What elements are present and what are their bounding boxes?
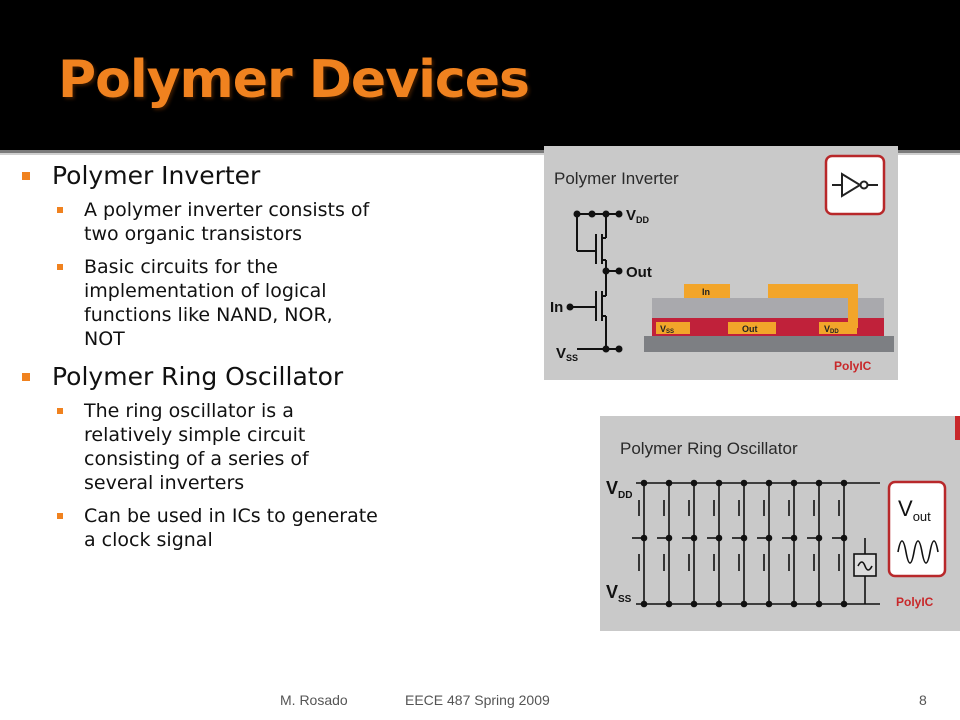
slide-header xyxy=(0,0,960,150)
layer-in-label: In xyxy=(702,287,710,297)
bullet-polymer-ring-oscillator: Polymer Ring Oscillator xyxy=(18,361,378,393)
svg-text:VDD: VDD xyxy=(606,478,632,501)
vdd-subscript: DD xyxy=(636,215,649,225)
junction-dot xyxy=(665,600,673,608)
junction-dot xyxy=(715,534,723,542)
ring-oscillator-diagram: Polymer Ring Oscillator VDD VSS Vout Pol… xyxy=(606,439,947,609)
sine-wave-icon xyxy=(897,540,939,564)
not-gate-icon xyxy=(832,172,878,198)
out-label: Out xyxy=(626,264,652,281)
vout-subscript: out xyxy=(913,509,931,524)
vdd-label: V xyxy=(606,478,618,498)
layer-vss-subscript: SS xyxy=(666,329,674,335)
junction-dot xyxy=(740,600,748,608)
vdd-subscript: DD xyxy=(618,490,632,501)
junction-dot xyxy=(690,534,698,542)
junction-dot xyxy=(840,534,848,542)
sub-bullet: A polymer inverter consists of two organ… xyxy=(52,198,378,246)
junction-dot xyxy=(790,479,798,487)
bullet-label: Polymer Inverter xyxy=(52,161,261,190)
layer-vdd-label: V xyxy=(824,324,830,334)
bullet-polymer-inverter: Polymer Inverter xyxy=(18,160,378,192)
sub-bullet: Can be used in ICs to generate a clock s… xyxy=(52,504,378,552)
svg-text:PolyIC: PolyIC xyxy=(834,359,872,373)
sub-bullet-list: A polymer inverter consists of two organ… xyxy=(18,198,378,351)
inverter-schematic xyxy=(570,213,619,350)
svg-text:VDD: VDD xyxy=(824,324,839,335)
polyic-logo: PolyIC xyxy=(896,595,934,609)
svg-text:VDD: VDD xyxy=(626,207,650,225)
inverter-chain xyxy=(632,479,880,608)
slide-title: Polymer Devices xyxy=(58,50,530,110)
vss-label: V xyxy=(556,345,566,362)
svg-text:VSS: VSS xyxy=(606,582,632,605)
junction-dot xyxy=(640,479,648,487)
sub-bullet-group: The ring oscillator is a relatively simp… xyxy=(18,399,378,552)
layer-out-label: Out xyxy=(742,324,758,334)
junction-dot xyxy=(840,479,848,487)
figure-edge-marker xyxy=(955,416,960,440)
vout-label: V xyxy=(898,496,913,521)
vss-subscript: SS xyxy=(566,353,578,363)
junction-dot xyxy=(640,600,648,608)
polymer-inverter-diagram: Polymer Inverter xyxy=(550,154,894,373)
polyic-logo: PolyIC xyxy=(834,359,872,373)
junction-dot xyxy=(715,479,723,487)
svg-text:PolyIC: PolyIC xyxy=(896,595,934,609)
junction-dot xyxy=(665,479,673,487)
junction-dot xyxy=(640,534,648,542)
junction-dot xyxy=(815,600,823,608)
junction-dot xyxy=(765,479,773,487)
page-number: 8 xyxy=(919,692,927,708)
footer-author: M. Rosado xyxy=(280,692,348,708)
junction-dot xyxy=(840,600,848,608)
junction-dot xyxy=(765,534,773,542)
vout-box xyxy=(887,480,947,578)
layer-vss-label: V xyxy=(660,324,666,334)
ring-oscillator-figure: Polymer Ring Oscillator VDD VSS Vout Pol… xyxy=(600,416,960,631)
junction-dot xyxy=(790,600,798,608)
sub-bullet-list: The ring oscillator is a relatively simp… xyxy=(18,399,378,552)
junction-dots xyxy=(566,210,623,353)
bullet-label: Polymer Ring Oscillator xyxy=(52,362,344,391)
sub-bullet: Basic circuits for the implementation of… xyxy=(52,255,378,351)
junction-dot xyxy=(765,600,773,608)
sub-bullet: The ring oscillator is a relatively simp… xyxy=(52,399,378,495)
sub-bullet-group: A polymer inverter consists of two organ… xyxy=(18,198,378,351)
junction-dot xyxy=(740,479,748,487)
junction-dot xyxy=(665,534,673,542)
polymer-inverter-figure: Polymer Inverter xyxy=(544,146,898,380)
junction-dot xyxy=(790,534,798,542)
header-divider xyxy=(0,150,960,153)
junction-dot xyxy=(690,479,698,487)
svg-text:Vout: Vout xyxy=(898,496,931,524)
footer-course: EECE 487 Spring 2009 xyxy=(405,692,550,708)
vss-subscript: SS xyxy=(618,594,632,605)
figure-title: Polymer Ring Oscillator xyxy=(620,439,798,458)
vdd-label: V xyxy=(626,207,636,224)
figure-title: Polymer Inverter xyxy=(554,169,679,188)
header-divider-highlight xyxy=(0,153,960,155)
svg-text:VSS: VSS xyxy=(660,324,674,335)
junction-dot xyxy=(740,534,748,542)
junction-dot xyxy=(715,600,723,608)
layer-vdd-subscript: DD xyxy=(830,329,839,335)
junction-dot xyxy=(815,534,823,542)
junction-dot xyxy=(815,479,823,487)
device-cross-section: In VSS Out VDD xyxy=(644,284,894,352)
junction-dot xyxy=(690,600,698,608)
svg-text:VSS: VSS xyxy=(556,345,578,363)
vss-label: V xyxy=(606,582,618,602)
in-label: In xyxy=(550,299,563,316)
bullet-list: Polymer Inverter A polymer inverter cons… xyxy=(18,160,378,562)
